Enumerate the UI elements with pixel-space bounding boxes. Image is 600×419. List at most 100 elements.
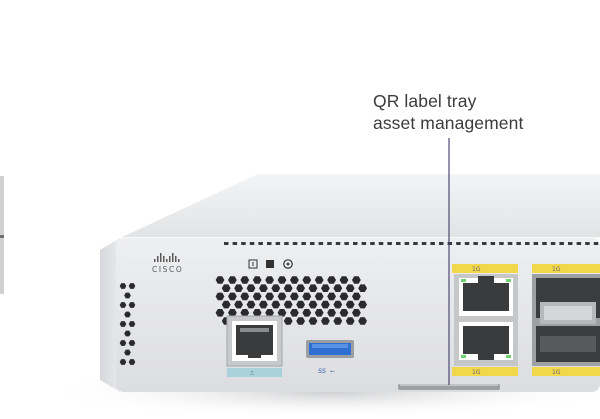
left-device-edge [0,176,4,294]
vent-slot [232,242,238,245]
vent-hole [358,317,367,325]
vent-slot [413,242,418,245]
vent-hole [259,300,268,309]
usb-port[interactable]: SS ⭠ [306,340,354,375]
vent-hole [265,292,274,301]
vent-hole [277,309,287,317]
logo-bar [157,256,159,262]
vent-hole [246,284,256,292]
vent-hole [252,276,262,284]
vent-slot [241,242,246,245]
vent-hole [124,330,131,337]
chassis-top [120,174,600,238]
logo-bar [154,259,156,262]
vent-hole [228,309,237,317]
vent-hole [124,311,131,318]
vent-slot [464,242,470,245]
vent-hole [339,276,349,284]
vent-slot [396,242,401,245]
vent-slot [224,242,229,245]
logo-bar [169,256,171,262]
vent-hole [308,284,318,292]
vent-hole [119,283,127,289]
vent-hole [345,284,355,292]
vent-hole [345,317,355,325]
vent-slot [585,242,590,245]
console-port[interactable]: ⎍ [226,315,283,377]
vent-hole [314,276,324,284]
vent-hole [240,276,250,284]
logo-bar [172,253,174,262]
vent-hole [215,276,225,284]
vent-hole [124,292,131,299]
vent-hole [321,317,330,325]
status-leds [248,259,293,269]
vent-slot [499,242,504,245]
vent-hole [119,359,127,365]
vent-hole [283,300,293,309]
vent-hole [215,292,225,301]
vent-hole [252,309,262,317]
vent-slot [447,242,453,245]
vent-hole [221,300,231,309]
vent-hole [265,276,274,284]
vent-slot [249,242,255,245]
vent-hole [128,340,136,346]
network-ports[interactable] [454,274,518,366]
vent-slot [482,242,487,245]
callout-text: QR label tray asset management [373,90,523,134]
vent-hole [215,309,225,317]
gear-icon [283,259,293,269]
vent-slot [542,242,547,245]
vent-hole [259,284,268,292]
vent-slot [344,242,349,245]
vent-slot [576,242,582,245]
vent-hole [333,317,343,325]
vent-hole [124,349,131,356]
vent-hole [314,292,324,301]
vent-slot [490,242,496,245]
vent-slot [335,242,341,245]
vent-hole [358,300,367,309]
console-tag [227,368,282,377]
vent-hole [228,276,237,284]
vent-hole [290,309,299,317]
vent-hole [352,309,361,317]
vent-hole [358,284,367,292]
chassis-side [100,238,120,392]
logo-bar [178,259,180,262]
vent-hole [246,300,256,309]
vent-slot [430,242,435,245]
vent-hole [352,292,361,301]
vent-slot [421,242,427,245]
vent-hole [333,300,343,309]
vent-hole [352,276,361,284]
sfp-label-top: 1G [552,266,561,273]
vent-hole [290,292,299,301]
vent-slot [525,242,530,245]
vent-hole [308,300,318,309]
vent-hole [271,284,281,292]
vent-hole [283,317,293,325]
vent-hole [296,284,305,292]
vent-hole [234,300,243,309]
vent-hole [128,283,136,289]
sfp-cages[interactable] [532,274,600,366]
vent-slot [284,242,289,245]
vent-hole [119,340,127,346]
vent-hole [308,317,318,325]
vent-slot [275,242,281,245]
top-vent-row [224,242,599,245]
vent-slot [507,242,513,245]
left-vent-column [119,283,136,365]
vent-slot [387,242,392,245]
vent-slot [568,242,573,245]
logo-bar [163,256,165,262]
cisco-logo: CISCO [152,253,182,274]
vent-hole [321,284,330,292]
vent-hole [240,292,250,301]
port-label-1g-a: 1G [472,266,481,273]
vent-slot [267,242,272,245]
vent-hole [234,284,243,292]
vent-hole [290,276,299,284]
